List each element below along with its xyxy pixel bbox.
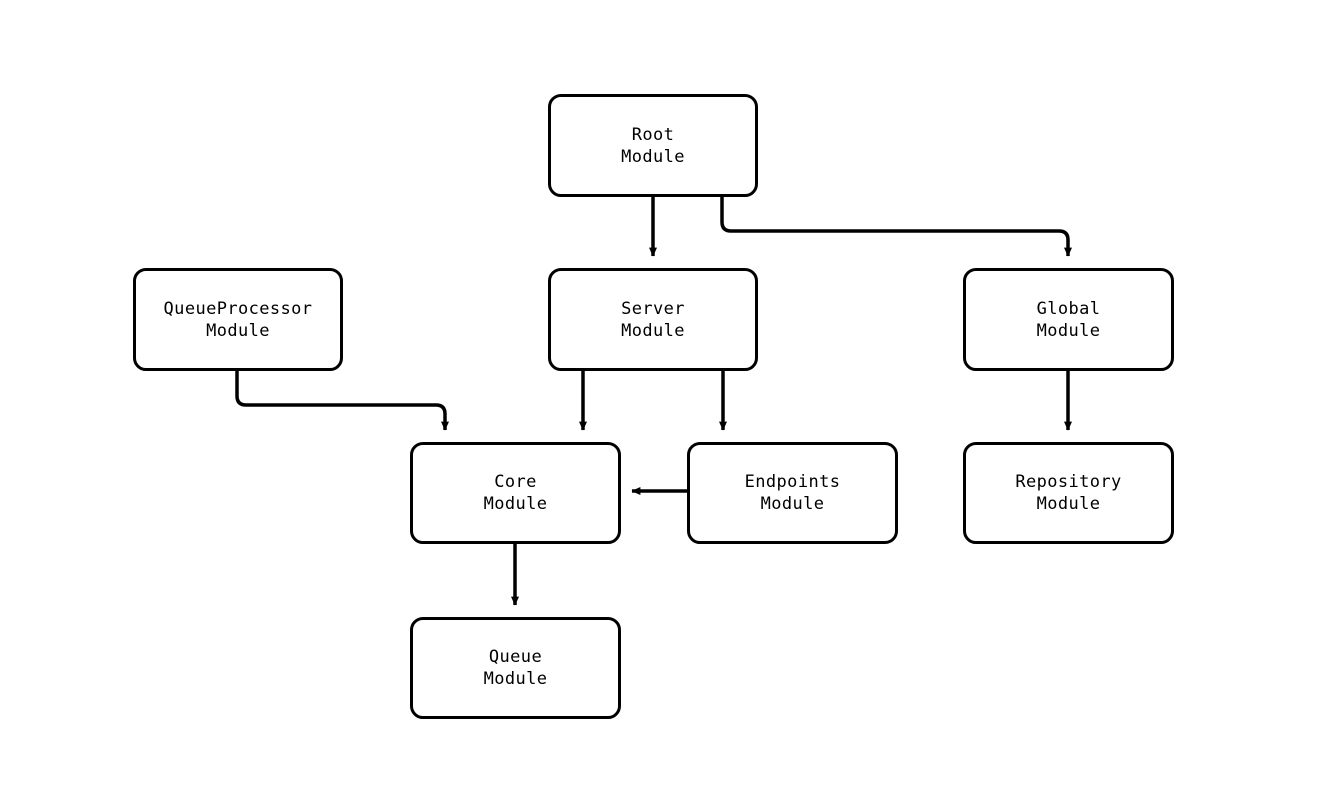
node-global-module[interactable]: Global Module	[963, 268, 1174, 371]
node-repository-module-label-line1: Repository	[1015, 472, 1122, 492]
edge-root-to-global	[720, 197, 1072, 257]
node-repository-module[interactable]: Repository Module	[963, 442, 1174, 544]
node-queue-module-label-line2: Module	[483, 669, 548, 689]
node-global-module-label-line2: Module	[1036, 320, 1101, 341]
node-queue-module-label-line1: Queue	[488, 647, 543, 667]
node-global-module-label-line1: Global	[1036, 298, 1101, 319]
node-endpoints-module-label-line2: Module	[760, 494, 825, 514]
node-endpoints-module-label-line1: Endpoints	[744, 472, 841, 492]
node-repository-module-label-line2: Module	[1036, 494, 1101, 514]
edge-queueprocessor-to-core	[235, 371, 449, 431]
node-core-module-label-line1: Core	[494, 472, 537, 492]
node-queueprocessor-module-label-line1: QueueProcessor	[163, 298, 313, 319]
node-root-module-label-line1: Root	[631, 124, 675, 145]
node-server-module-label-line2: Module	[621, 320, 685, 341]
node-root-module[interactable]: Root Module	[548, 94, 758, 197]
node-root-module-label-line2: Module	[621, 146, 685, 167]
node-server-module-label-line1: Server	[621, 298, 685, 319]
node-core-module-label-line2: Module	[483, 494, 548, 514]
node-core-module[interactable]: Core Module	[410, 442, 621, 544]
node-server-module[interactable]: Server Module	[548, 268, 758, 371]
node-endpoints-module[interactable]: Endpoints Module	[687, 442, 898, 544]
node-queueprocessor-module-label-line2: Module	[206, 320, 270, 341]
node-queue-module[interactable]: Queue Module	[410, 617, 621, 719]
node-queueprocessor-module[interactable]: QueueProcessor Module	[133, 268, 343, 371]
